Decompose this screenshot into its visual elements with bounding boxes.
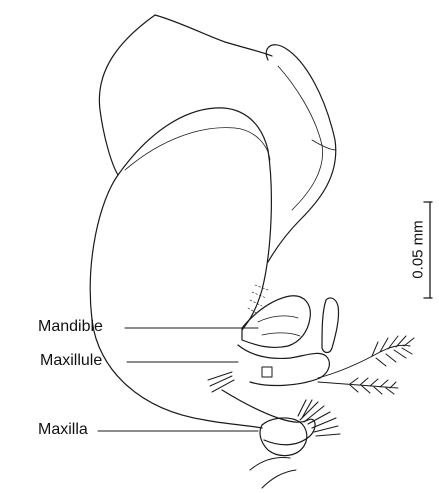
body-upper-edge xyxy=(155,15,272,56)
mandible-shape xyxy=(242,296,310,348)
maxillule-joint xyxy=(262,367,272,377)
shell-inner-outline xyxy=(118,108,271,330)
mandible-palp xyxy=(322,298,339,353)
antenna xyxy=(266,45,336,262)
mandible-detail xyxy=(258,316,300,336)
label-mandible: Mandible xyxy=(38,318,103,336)
label-maxillule: Maxillule xyxy=(40,352,102,370)
plumose-seta-upper xyxy=(318,336,414,378)
plumose-seta-lower xyxy=(318,378,398,394)
maxilla-shape xyxy=(222,390,315,445)
label-maxilla: Maxilla xyxy=(38,421,88,439)
scale-bar-label: 0.05 mm xyxy=(410,210,427,290)
antenna-segment xyxy=(312,140,336,150)
maxillule-setae xyxy=(208,372,234,392)
maxillule-shape xyxy=(238,345,329,385)
lower-margin xyxy=(250,458,296,489)
maxilla-base xyxy=(260,418,307,456)
body-outline xyxy=(90,15,262,428)
shell-ridge xyxy=(125,128,270,170)
interior-hatching xyxy=(248,285,268,314)
maxilla-setae xyxy=(298,400,340,436)
antenna-inner xyxy=(278,66,323,210)
